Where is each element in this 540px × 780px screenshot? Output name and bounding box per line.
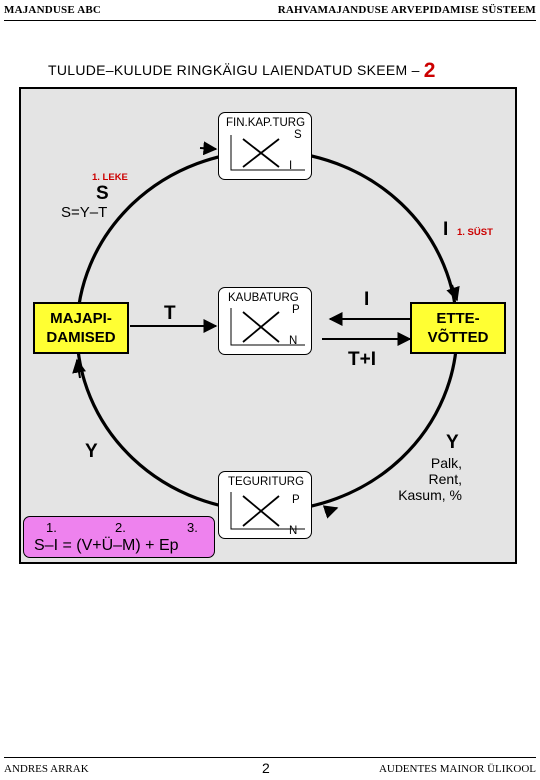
financial-market-supply: S <box>294 129 302 141</box>
formula-step-3: 3. <box>187 520 198 535</box>
page-number: 2 <box>262 760 270 776</box>
income-right-label: Y <box>446 432 459 453</box>
injection-symbol: I <box>443 219 449 240</box>
goods-market-title: KAUBATURG <box>228 292 299 304</box>
firms-label: ETTE- VÕTTED <box>427 310 489 346</box>
title-text: TULUDE–KULUDE RINGKÄIGU LAIENDATUD SKEEM… <box>48 62 420 78</box>
factor-market-title: TEGURITURG <box>228 476 305 488</box>
factor-market-price: P <box>292 494 300 506</box>
t-plus-i-label: T+I <box>348 349 376 370</box>
title-number: 2 <box>423 59 436 82</box>
income-types: Palk, Rent, Kasum, % <box>398 455 462 503</box>
supply-demand-icon <box>230 492 305 530</box>
goods-market-box: KAUBATURG P N <box>218 287 312 355</box>
financial-market-title: FIN.KAP.TURG <box>226 117 306 129</box>
income-left-label: Y <box>85 441 98 462</box>
header-rule <box>4 20 536 21</box>
leak-equation: S=Y–T <box>61 204 108 221</box>
footer-left: ANDRES ARRAK <box>4 763 89 775</box>
factor-market-box: TEGURITURG P N <box>218 471 312 539</box>
footer-rule <box>4 757 536 758</box>
arrow-into-fin-market <box>199 141 218 156</box>
header-right: RAHVAMAJANDUSE ARVEPIDAMISE SÜSTEEM <box>277 4 536 16</box>
taxes-label: T <box>164 303 176 324</box>
arrow-into-households <box>72 358 86 379</box>
households-box: MAJAPI- DAMISED <box>33 302 129 354</box>
households-label: MAJAPI- DAMISED <box>46 310 116 346</box>
financial-market-box: FIN.KAP.TURG S I <box>218 112 312 180</box>
goods-market-price: P <box>292 304 300 316</box>
injection-note: 1. SÜST <box>457 227 493 238</box>
header-left: MAJANDUSE ABC <box>4 4 102 16</box>
leak-symbol: S <box>96 183 109 204</box>
arrow-into-factor-market <box>322 505 339 519</box>
supply-demand-icon <box>230 308 305 346</box>
arrow-into-firms <box>446 284 460 302</box>
financial-market-investment: I <box>289 160 293 172</box>
formula-expression: S–I = (V+Ü–M) + Ep <box>34 537 179 554</box>
formula-step-1: 1. <box>46 520 57 535</box>
factor-market-quantity: N <box>289 525 298 537</box>
footer-right: AUDENTES MAINOR ÜLIKOOL <box>378 763 536 775</box>
formula-step-2: 2. <box>115 520 126 535</box>
investment-label: I <box>364 289 370 310</box>
supply-demand-icon <box>230 135 305 171</box>
goods-market-quantity: N <box>289 335 298 347</box>
diagram-title: TULUDE–KULUDE RINGKÄIGU LAIENDATUD SKEEM… <box>48 59 436 83</box>
formula-box: 1. 2. 3. S–I = (V+Ü–M) + Ep <box>23 516 215 558</box>
leak-note: 1. LEKE <box>92 172 128 183</box>
firms-box: ETTE- VÕTTED <box>410 302 506 354</box>
